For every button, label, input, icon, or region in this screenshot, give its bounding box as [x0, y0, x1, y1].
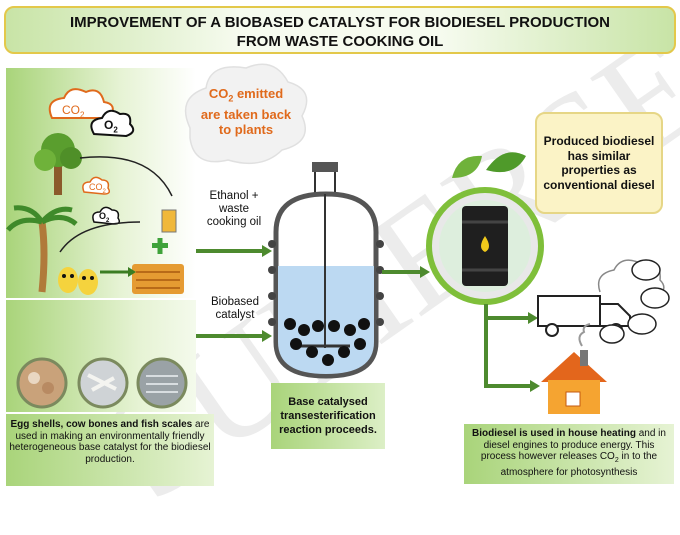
- palm-tree-icon: [6, 205, 78, 293]
- reaction-box: Base catalysed transesterification react…: [271, 383, 385, 449]
- produced-biodiesel-text: Produced biodiesel has similar propertie…: [543, 134, 655, 192]
- o2-cloud-icon: [90, 109, 135, 138]
- fried-food-icon: [132, 264, 184, 294]
- illustration-layer: [6, 63, 670, 414]
- small-co2-cloud-icon: [82, 176, 111, 195]
- tree-icon: [34, 133, 82, 195]
- reaction-text: Base catalysed transesterification react…: [279, 396, 377, 436]
- fish-scales-image: [136, 357, 188, 409]
- usage-caption: Biodiesel is used in house heating and i…: [472, 428, 666, 478]
- usage-caption-box: Biodiesel is used in house heating and i…: [464, 424, 674, 484]
- co2-cloud-icon: [48, 88, 114, 119]
- small-o2-cloud-icon: [92, 206, 121, 225]
- house-icon: [541, 323, 607, 414]
- cow-bones-image: [77, 357, 129, 409]
- arrow-palm-to-oil: [59, 221, 141, 253]
- egg-shells-image: [16, 357, 68, 409]
- co2-cloud-label: CO2: [62, 103, 85, 120]
- title-banner: IMPROVEMENT OF A BIOBASED CATALYST FOR B…: [4, 6, 676, 54]
- raw-material-caption-box: Egg shells, cow bones and fish scales ar…: [6, 414, 214, 486]
- plus-icon: [152, 238, 168, 254]
- oil-glass-icon: [161, 209, 177, 233]
- catalyst-label: Biobased catalyst: [211, 296, 259, 321]
- egg-characters-icon: [58, 267, 98, 295]
- title-line-2: FROM WASTE COOKING OIL: [236, 33, 444, 50]
- ethanol-label: Ethanol + waste cooking oil: [206, 190, 262, 228]
- catalyst-particles: [284, 318, 370, 366]
- produced-biodiesel-box: Produced biodiesel has similar propertie…: [535, 112, 663, 214]
- o2-cloud-label: O2: [104, 118, 118, 135]
- small-co2-label: CO2: [89, 182, 106, 195]
- arrow-biodiesel-to-house: [484, 304, 530, 388]
- arrow-tree-to-oil: [79, 156, 173, 197]
- small-o2-label: O2: [99, 211, 110, 224]
- title-line-1: IMPROVEMENT OF A BIOBASED CATALYST FOR B…: [69, 14, 611, 31]
- emission-cloud: [184, 63, 308, 165]
- biodiesel-barrel-icon: [426, 152, 544, 305]
- raw-material-caption: Egg shells, cow bones and fish scales ar…: [9, 419, 211, 465]
- co2-bubbles-icon: [599, 259, 670, 344]
- emission-cloud-text: CO2 emitted are taken back to plants: [200, 86, 292, 137]
